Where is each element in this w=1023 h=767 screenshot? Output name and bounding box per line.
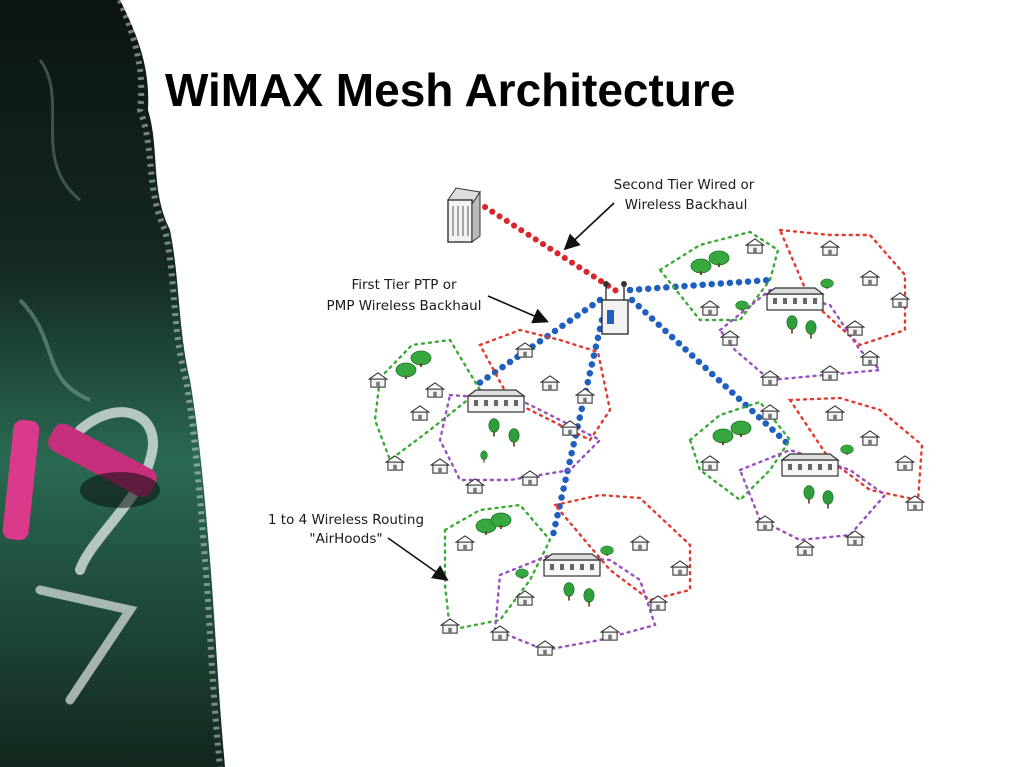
headquarters-building-icon	[447, 187, 481, 243]
callout-second-tier: Second Tier Wired or Wireless Backhaul	[563, 177, 755, 251]
airhoods-label-line2: "AirHoods"	[309, 531, 382, 547]
slide-title: WiMAX Mesh Architecture	[165, 64, 736, 116]
chalkboard-side-art	[0, 0, 225, 767]
callout-airhoods: 1 to 4 Wireless Routing "AirHoods"	[268, 512, 449, 581]
second-tier-label-line2: Wireless Backhaul	[625, 197, 748, 213]
airhood-cluster-south	[443, 493, 692, 652]
first-tier-label-line1: First Tier PTP or	[351, 277, 457, 293]
chalk-stick-icon	[2, 419, 160, 541]
first-tier-label-line2: PMP Wireless Backhaul	[327, 298, 482, 314]
second-tier-label-line1: Second Tier Wired or	[614, 177, 755, 193]
callout-first-tier: First Tier PTP or PMP Wireless Backhaul	[327, 277, 549, 324]
second-tier-backhaul-link	[482, 204, 621, 295]
base-station-tower-icon	[601, 281, 629, 335]
airhoods-label-line1: 1 to 4 Wireless Routing	[268, 512, 424, 528]
